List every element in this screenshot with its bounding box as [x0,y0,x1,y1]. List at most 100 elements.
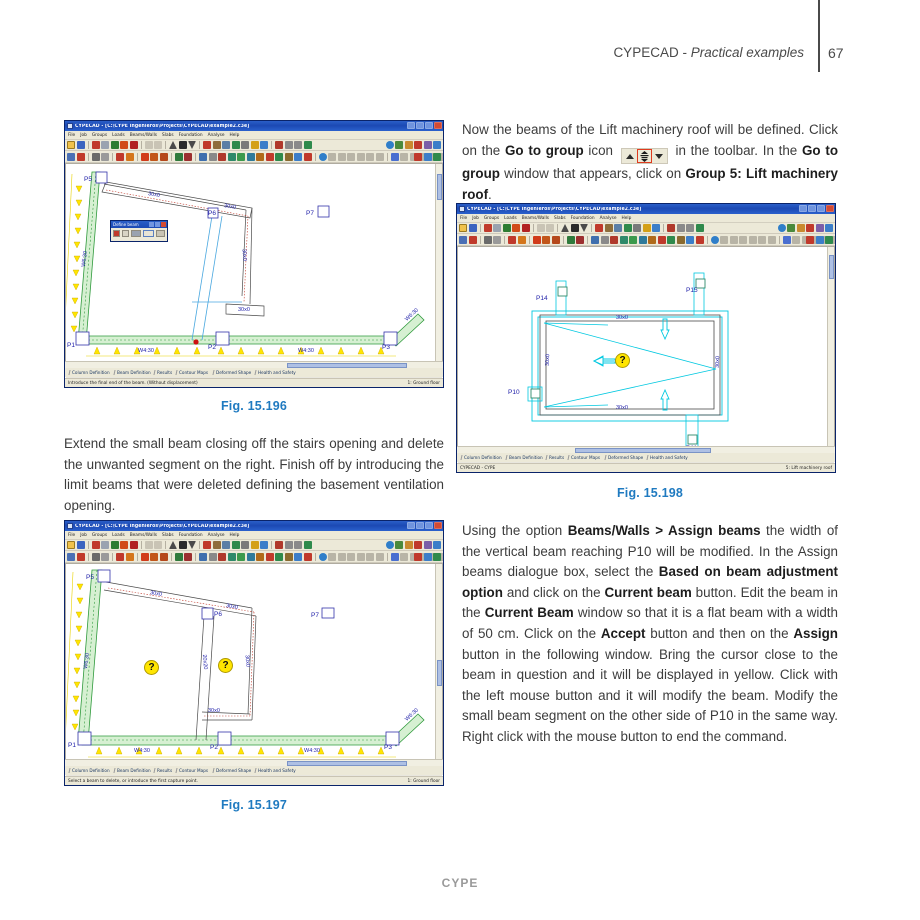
window-tile-icon[interactable] [815,224,824,232]
import-icon[interactable] [120,141,128,149]
footing-icon[interactable] [657,235,666,244]
slab-edit-icon[interactable] [150,552,158,561]
dialog-close-icon[interactable] [161,222,166,227]
zoom-previous-icon[interactable] [212,141,221,149]
dimension-icon[interactable] [199,152,207,161]
tab-results[interactable]: Results [153,768,177,773]
menu-item-beams-walls[interactable]: Beams/Walls [129,532,158,538]
menu-item-help[interactable]: Help [229,532,240,538]
measure-icon[interactable] [231,141,240,149]
snap-icon[interactable] [676,224,685,232]
beam-new-icon[interactable] [116,152,124,161]
help-button-icon[interactable] [799,205,807,212]
scroll-thumb[interactable] [287,363,407,368]
beam-edit-icon[interactable] [125,552,134,561]
footing-icon[interactable] [265,552,274,561]
tab-contour-maps[interactable]: Contour Maps [175,370,213,375]
group-up-icon[interactable] [561,224,569,232]
menu-item-help[interactable]: Help [621,215,632,221]
close-button-icon[interactable] [826,205,834,212]
ortho-icon[interactable] [294,541,302,549]
horizontal-scrollbar[interactable] [65,759,443,766]
tab-deformed-shape[interactable]: Deformed Shape [212,370,255,375]
delete-icon[interactable] [521,224,530,232]
grid-icon[interactable] [303,141,312,149]
stairs-icon[interactable] [629,235,637,244]
dialog-window-controls[interactable] [149,222,166,227]
go-to-group-icon[interactable] [178,141,187,149]
delete-icon[interactable] [129,141,138,149]
wall-tool-icon[interactable] [76,552,85,561]
menu-item-groups[interactable]: Groups [483,215,500,221]
go-to-group-icon[interactable] [636,149,652,164]
print-icon[interactable] [493,224,501,232]
copy-beams-icon[interactable] [576,235,584,244]
delete-icon[interactable] [129,541,138,549]
grid-icon[interactable] [695,224,704,232]
define-beam-dialog[interactable]: Define beam [110,220,168,242]
view-3d-icon[interactable] [395,141,403,149]
foundation-tool-icon[interactable] [303,552,312,561]
tab-results[interactable]: Results [545,455,569,460]
assign-beams-icon[interactable] [174,152,183,161]
tab-contour-maps[interactable]: Contour Maps [567,455,605,460]
pan-icon[interactable] [241,141,249,149]
tab-deformed-shape[interactable]: Deformed Shape [604,455,647,460]
menu-item-loads[interactable]: Loads [504,215,517,221]
toolbar-row-2[interactable] [457,234,835,246]
line-tool-icon[interactable] [91,152,100,161]
tab-health-and-safety[interactable]: Health and Safety [646,455,692,460]
menu-item-file[interactable]: File [68,532,76,538]
toolbar2-right-group[interactable] [414,152,441,161]
import-icon[interactable] [512,224,520,232]
redo-icon[interactable] [546,224,554,232]
save-icon[interactable] [468,224,477,232]
print-preview-icon[interactable] [806,235,814,244]
layers-icon[interactable] [260,541,268,549]
cad-canvas-fig197[interactable]: ? ? P5 P6 P7 P1 P2 P3 30x0 30x0 30x0 20x… [65,563,443,766]
import-icon[interactable] [120,541,128,549]
vertical-scrollbar[interactable] [435,164,442,367]
dialog-toolbar[interactable] [111,228,167,239]
openings-icon[interactable] [638,235,647,244]
save-icon[interactable] [76,541,85,549]
slab-edit-icon[interactable] [150,152,158,161]
exit-icon[interactable] [433,552,441,561]
loads-icon[interactable] [610,235,618,244]
open-icon[interactable] [67,141,75,149]
assign-beams-icon[interactable] [174,552,183,561]
column-tool-icon[interactable] [459,235,467,244]
scroll-thumb[interactable] [575,448,711,453]
column-tool-icon[interactable] [67,552,75,561]
close-button-icon[interactable] [434,522,442,529]
group-up-icon[interactable] [169,541,177,549]
toolbar2-right-group[interactable] [414,552,441,561]
strap-beam-icon[interactable] [284,552,293,561]
grid-icon[interactable] [303,541,312,549]
go-to-group-icon[interactable] [570,224,579,232]
menu-item-groups[interactable]: Groups [91,532,108,538]
loads-icon[interactable] [218,552,226,561]
scroll-thumb[interactable] [287,761,407,766]
new-job-icon[interactable] [91,541,100,549]
info-icon[interactable] [318,152,327,161]
menu-item-foundation[interactable]: Foundation [570,215,595,221]
ramp-icon[interactable] [256,152,264,161]
group-up-icon[interactable] [169,141,177,149]
cad-canvas-fig196[interactable]: P5 P6 P7 P1 P2 P3 30x0 30x0 30x0 30x0 W4… [65,163,443,368]
redraw-icon[interactable] [250,541,259,549]
zoom-window-icon[interactable] [203,541,211,549]
export-icon[interactable] [502,224,511,232]
maximize-button-icon[interactable] [425,122,433,129]
undo-icon[interactable] [144,541,153,549]
render-icon[interactable] [404,541,413,549]
view-3d-icon[interactable] [395,541,403,549]
slab-delete-icon[interactable] [159,152,168,161]
beam-new-icon[interactable] [508,235,516,244]
toolbar-row-1[interactable] [457,223,835,234]
minimize-button-icon[interactable] [416,122,424,129]
snap-icon[interactable] [284,541,293,549]
scroll-thumb[interactable] [437,660,442,686]
zoom-previous-icon[interactable] [212,541,221,549]
menu-item-groups[interactable]: Groups [91,132,108,138]
